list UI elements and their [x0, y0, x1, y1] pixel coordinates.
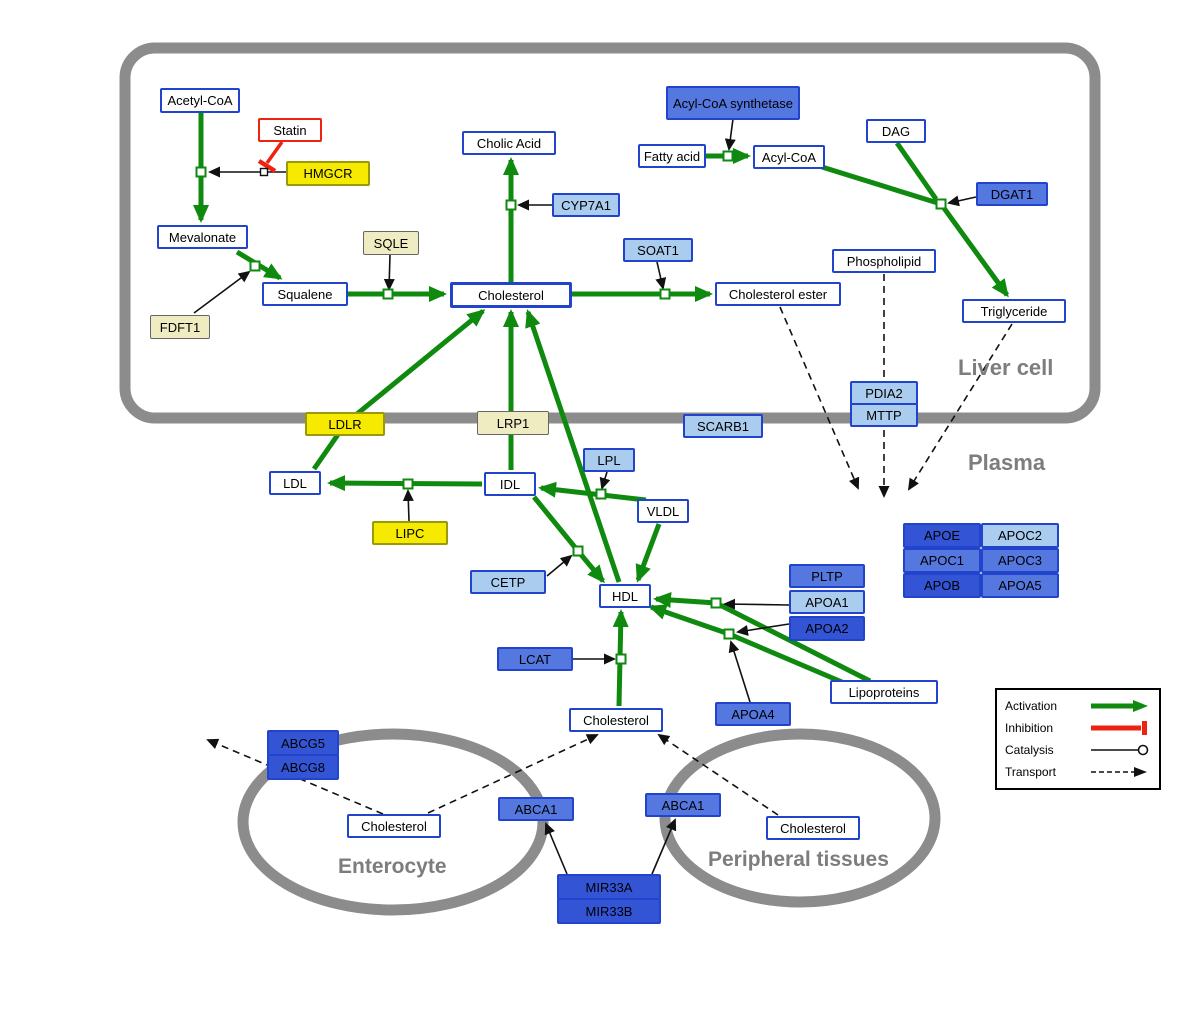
inhibition-tbar-icon	[1091, 721, 1147, 735]
node-hmgcr[interactable]: HMGCR	[286, 161, 370, 186]
node-squalene[interactable]: Squalene	[262, 282, 348, 306]
node-apoa1[interactable]: APOA1	[789, 590, 865, 614]
legend-inhibition-label: Inhibition	[1005, 721, 1054, 735]
node-ldlr[interactable]: LDLR	[305, 412, 385, 436]
reaction-node-squares	[195, 150, 947, 665]
catalysis-circle-icon	[1091, 744, 1149, 756]
peripheral-tissues-membrane	[659, 728, 941, 908]
transport-dashed-arrow-icon	[1091, 767, 1147, 777]
plasma-label: Plasma	[968, 450, 1046, 475]
node-apoc3[interactable]: APOC3	[981, 548, 1059, 573]
node-acyl-coa-synthetase[interactable]: Acyl-CoA synthetase	[666, 86, 800, 120]
liver-cell-label: Liver cell	[958, 355, 1054, 380]
node-idl[interactable]: IDL	[484, 472, 536, 496]
node-apoc2[interactable]: APOC2	[981, 523, 1059, 548]
node-lipc[interactable]: LIPC	[372, 521, 448, 545]
node-abcg8[interactable]: ABCG8	[267, 754, 339, 780]
node-hdl[interactable]: HDL	[599, 584, 651, 608]
peripheral-tissues-label: Peripheral tissues	[708, 848, 889, 871]
legend-row-inhibition: Inhibition	[1005, 720, 1151, 736]
node-mevalonate[interactable]: Mevalonate	[157, 225, 248, 249]
node-fatty-acid[interactable]: Fatty acid	[638, 144, 706, 168]
node-statin[interactable]: Statin	[258, 118, 322, 142]
node-sqle[interactable]: SQLE	[363, 231, 419, 255]
node-dag[interactable]: DAG	[866, 119, 926, 143]
node-cholesterol-enterocyte[interactable]: Cholesterol	[347, 814, 441, 838]
node-acyl-coa[interactable]: Acyl-CoA	[753, 145, 825, 169]
node-pdia2[interactable]: PDIA2	[850, 381, 918, 405]
legend-catalysis-label: Catalysis	[1005, 743, 1054, 757]
node-cholesterol-liver[interactable]: Cholesterol	[450, 282, 572, 308]
node-fdft1[interactable]: FDFT1	[150, 315, 210, 339]
inhibition-edge-statin	[257, 140, 284, 173]
node-acetyl-coa[interactable]: Acetyl-CoA	[160, 88, 240, 113]
node-cetp[interactable]: CETP	[470, 570, 546, 594]
activation-arrow-icon	[1091, 700, 1148, 712]
legend-activation-label: Activation	[1005, 699, 1058, 713]
node-apoa2[interactable]: APOA2	[789, 616, 865, 641]
node-triglyceride[interactable]: Triglyceride	[962, 299, 1066, 323]
node-dgat1[interactable]: DGAT1	[976, 182, 1048, 206]
node-lipoproteins[interactable]: Lipoproteins	[830, 680, 938, 704]
node-mir33b[interactable]: MIR33B	[557, 898, 661, 924]
node-mir33a[interactable]: MIR33A	[557, 874, 661, 900]
node-ldl[interactable]: LDL	[269, 471, 321, 495]
legend-row-activation: Activation	[1005, 698, 1151, 714]
compartment-shapes	[119, 42, 1101, 916]
node-soat1[interactable]: SOAT1	[623, 238, 693, 262]
node-pltp[interactable]: PLTP	[789, 564, 865, 588]
node-apoa5[interactable]: APOA5	[981, 573, 1059, 598]
legend: Activation Inhibition Catalysis Transpor…	[995, 688, 1161, 790]
node-lcat[interactable]: LCAT	[497, 647, 573, 671]
legend-transport-label: Transport	[1005, 765, 1056, 779]
enterocyte-membrane	[237, 728, 549, 916]
enterocyte-label: Enterocyte	[338, 855, 447, 878]
node-phospholipid[interactable]: Phospholipid	[832, 249, 936, 273]
node-scarb1[interactable]: SCARB1	[683, 414, 763, 438]
node-vldl[interactable]: VLDL	[637, 499, 689, 523]
node-abca1-peripheral[interactable]: ABCA1	[645, 793, 721, 817]
node-lrp1[interactable]: LRP1	[477, 411, 549, 435]
node-abcg5[interactable]: ABCG5	[267, 730, 339, 756]
node-cholesterol-plasma[interactable]: Cholesterol	[569, 708, 663, 732]
node-apoe[interactable]: APOE	[903, 523, 981, 548]
node-mttp[interactable]: MTTP	[850, 403, 918, 427]
node-cholesterol-peripheral[interactable]: Cholesterol	[766, 816, 860, 840]
node-abca1-enterocyte[interactable]: ABCA1	[498, 797, 574, 821]
node-apoa4[interactable]: APOA4	[715, 702, 791, 726]
legend-row-transport: Transport	[1005, 764, 1151, 780]
legend-row-catalysis: Catalysis	[1005, 742, 1151, 758]
node-cholesterol-ester[interactable]: Cholesterol ester	[715, 282, 841, 306]
node-lpl[interactable]: LPL	[583, 448, 635, 472]
node-cholic-acid[interactable]: Cholic Acid	[462, 131, 556, 155]
liver-cell-membrane	[119, 42, 1101, 424]
node-apob[interactable]: APOB	[903, 573, 981, 598]
node-apoc1[interactable]: APOC1	[903, 548, 981, 573]
node-cyp7a1[interactable]: CYP7A1	[552, 193, 620, 217]
catalysis-edges	[193, 118, 977, 875]
